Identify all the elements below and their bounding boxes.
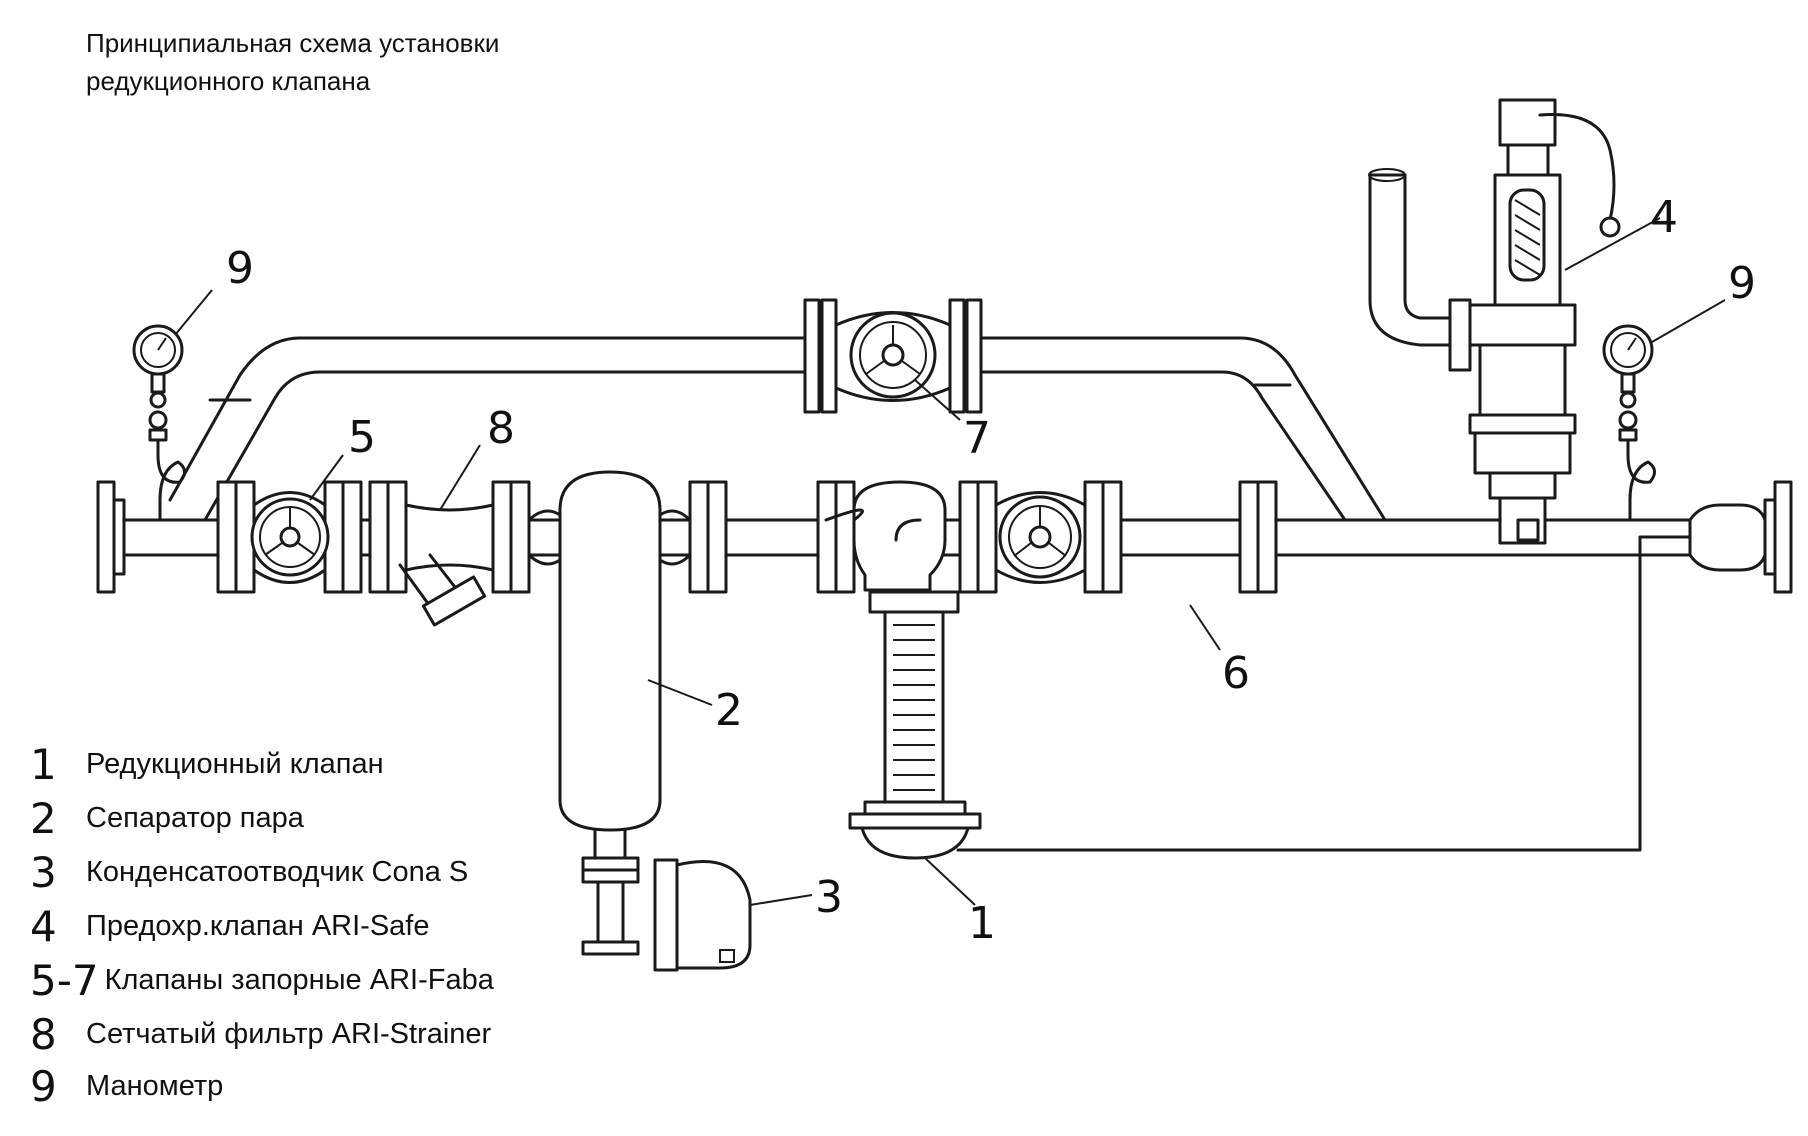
pressure-gauge-right: [1602, 324, 1656, 522]
legend-label: Конденсатоотводчик Cona S: [86, 855, 469, 888]
legend-label: Сепаратор пара: [86, 801, 304, 834]
legend-label: Манометр: [86, 1069, 224, 1102]
callout-9-left: 9: [226, 243, 254, 294]
callout-8: 8: [487, 403, 515, 454]
legend-item: 8 Сетчатый фильтр ARI-Strainer: [30, 1008, 491, 1060]
steam-trap-3: [581, 856, 752, 972]
reducing-valve-1: [824, 480, 982, 860]
callout-9-right: 9: [1728, 258, 1756, 309]
legend-item: 1 Редукционный клапан: [30, 738, 384, 790]
legend-item: 4 Предохр.клапан ARI-Safe: [30, 900, 430, 952]
safety-valve-4: [1368, 98, 1621, 545]
legend-number: 4: [30, 901, 57, 951]
callout-2: 2: [715, 685, 743, 736]
callout-3: 3: [815, 872, 843, 923]
shutoff-valve-5: [250, 491, 330, 584]
legend-label: Сетчатый фильтр ARI-Strainer: [86, 1017, 492, 1050]
legend-item: 2 Сепаратор пара: [30, 792, 304, 844]
bypass-valve-7: [803, 298, 983, 414]
callout-5: 5: [348, 412, 376, 463]
legend-number: 5-7: [30, 955, 99, 1005]
callout-6: 6: [1222, 648, 1250, 699]
callout-1: 1: [968, 898, 996, 949]
strainer-8: [398, 503, 495, 627]
legend-number: 2: [30, 793, 57, 843]
pipe-sleeve: [1688, 503, 1767, 572]
legend-label: Клапаны запорные ARI-Faba: [104, 963, 494, 996]
callout-7: 7: [963, 413, 991, 464]
title-line-2: редукционного клапана: [86, 66, 371, 96]
callout-4: 4: [1650, 192, 1678, 243]
main-flanges: [96, 480, 1793, 594]
diagram-title: Принципиальная схема установки редукцион…: [86, 24, 499, 100]
legend-number: 1: [30, 739, 57, 789]
impulse-line: [956, 535, 1692, 852]
pressure-gauge-left: [132, 324, 186, 522]
steam-separator-2: [527, 470, 692, 862]
legend-number: 3: [30, 847, 57, 897]
legend-number: 9: [30, 1061, 57, 1111]
legend-label: Редукционный клапан: [86, 747, 384, 780]
title-line-1: Принципиальная схема установки: [86, 28, 500, 58]
callout-leaders: [174, 217, 1726, 906]
legend-item: 5-7 Клапаны запорные ARI-Faba: [30, 954, 494, 1006]
legend-number: 8: [30, 1009, 57, 1059]
legend-item: 3 Конденсатоотводчик Cona S: [30, 846, 468, 898]
legend-item: 9 Манометр: [30, 1060, 223, 1112]
shutoff-valve-6: [994, 491, 1087, 584]
bypass-pipe: [168, 336, 1387, 522]
legend-label: Предохр.клапан ARI-Safe: [86, 909, 430, 942]
